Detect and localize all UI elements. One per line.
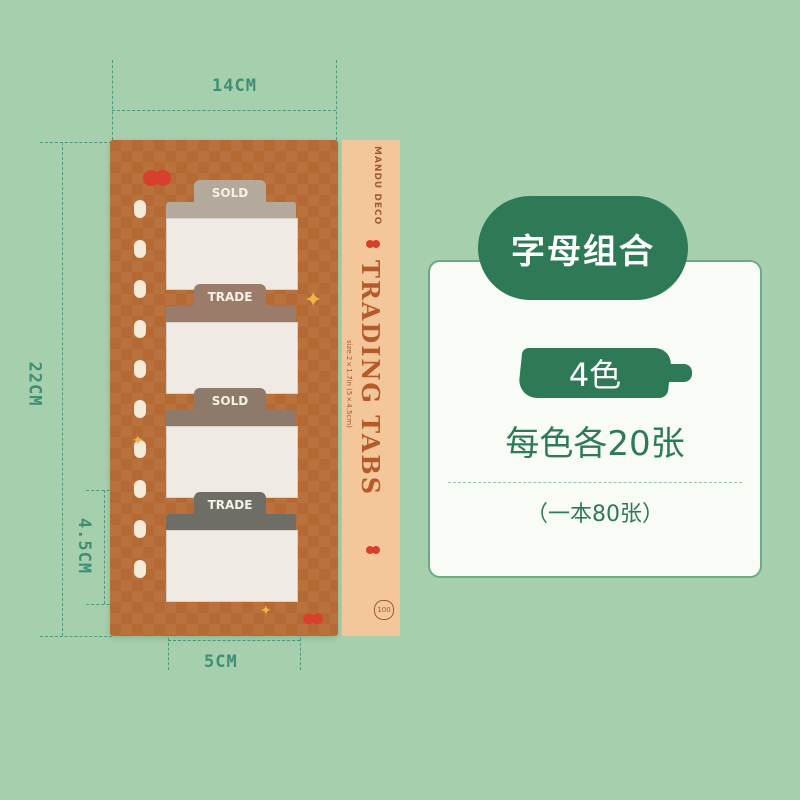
tab-bar [166,202,296,218]
tab-bar [166,306,296,322]
binder-hole [134,440,146,458]
tab-width-guide-right [300,604,301,670]
height-guide-bottom [40,636,112,637]
width-guide-left [112,60,113,140]
binder-hole [134,400,146,418]
cherry-icon [303,608,323,625]
color-count: 4色 [568,356,622,394]
divider [448,482,742,483]
size-text: size:2×1.7in (5×4.5cm) [345,340,353,428]
brush-highlight-tail [660,364,692,382]
cherry-icon [366,236,380,248]
tab-height-guide-line [104,490,105,604]
tab-body [166,322,298,394]
product-card: ✦ ✦ ✦ SOLD TRADE SOLD TRADE MANDU DECO T… [110,140,400,636]
sparkle-icon: ✦ [132,433,144,449]
binder-hole [134,320,146,338]
width-label: 14CM [212,76,257,96]
tab-width-label: 5CM [204,652,238,672]
tab-bar [166,410,296,426]
tab-width-guide-left [168,604,169,670]
category-badge: 字母组合 [478,196,688,300]
tab-bar [166,514,296,530]
binder-hole [134,360,146,378]
width-guide-line [112,110,336,111]
binder-hole [134,200,146,218]
width-guide-right [336,60,337,140]
cherry-icon [143,162,171,186]
binder-hole [134,280,146,298]
total-note: （一本80张） [526,502,664,527]
binder-hole [134,560,146,578]
tab-body [166,218,298,290]
tab-height-label: 4.5CM [74,517,95,575]
tab-body [166,530,298,602]
product-title: TRADING TABS [356,260,385,497]
height-guide-top [40,142,112,143]
per-color-count: 每色各20张 [505,424,685,464]
info-panel [428,260,762,578]
binder-hole [134,480,146,498]
binder-hole [134,240,146,258]
height-label: 22CM [24,361,45,407]
cherry-icon [366,542,380,554]
product-side-panel: MANDU DECO TRADING TABS size:2×1.7in (5×… [342,140,400,636]
sparkle-icon: ✦ [260,603,272,619]
tab-width-guide-line [168,640,300,641]
binder-hole [134,520,146,538]
tab-body [166,426,298,498]
sparkle-icon: ✦ [304,288,323,313]
count-badge: 100 [374,600,394,620]
brand-name: MANDU DECO [372,146,382,226]
height-guide-line [62,142,63,636]
